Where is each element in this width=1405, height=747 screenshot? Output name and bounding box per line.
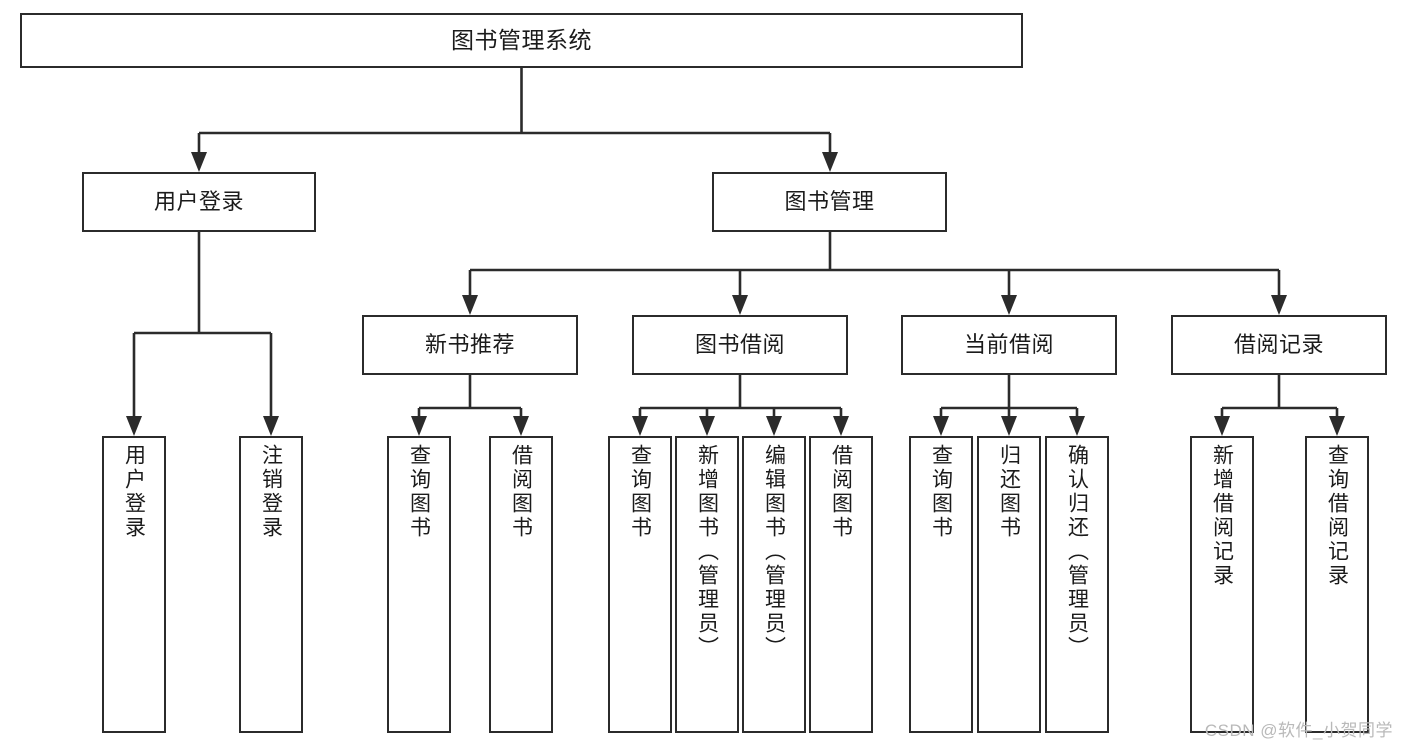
leaf-logout[interactable]: 注销登录 — [239, 436, 303, 733]
leaf-return-books[interactable]: 归还图书 — [977, 436, 1041, 733]
node-label: 查询图书 — [407, 444, 431, 540]
arrowhead-bb-leaf-4 — [833, 416, 849, 436]
arrowhead-bb-leaf-2 — [699, 416, 715, 436]
node-label: 借阅图书 — [829, 444, 853, 540]
leaf-user-login[interactable]: 用户登录 — [102, 436, 166, 733]
arrowhead-leaf-logout — [263, 416, 279, 436]
node-user-login[interactable]: 用户登录 — [82, 172, 316, 232]
arrowhead-book-manage — [822, 152, 838, 172]
arrowhead-bb-leaf-1 — [632, 416, 648, 436]
leaf-add-book-admin[interactable]: 新增图书（管理员） — [675, 436, 739, 733]
arrowhead-cb-leaf-2 — [1001, 416, 1017, 436]
leaf-query-books-borrow[interactable]: 查询图书 — [608, 436, 672, 733]
arrowhead-borrow-records — [1271, 295, 1287, 315]
node-label: 确认归还（管理员） — [1065, 444, 1089, 660]
leaf-confirm-return-admin[interactable]: 确认归还（管理员） — [1045, 436, 1109, 733]
arrowhead-cb-leaf-1 — [933, 416, 949, 436]
leaf-borrow-books[interactable]: 借阅图书 — [809, 436, 873, 733]
arrowhead-cb-leaf-3 — [1069, 416, 1085, 436]
node-book-management[interactable]: 图书管理 — [712, 172, 947, 232]
node-label: 归还图书 — [997, 444, 1021, 540]
node-label: 借阅记录 — [1233, 331, 1324, 357]
node-label: 借阅图书 — [509, 444, 533, 540]
leaf-query-books-new[interactable]: 查询图书 — [387, 436, 451, 733]
node-label: 用户登录 — [122, 444, 146, 540]
node-label: 用户登录 — [153, 188, 244, 214]
node-label: 注销登录 — [259, 444, 283, 540]
arrowhead-br-leaf-1 — [1214, 416, 1230, 436]
node-label: 查询借阅记录 — [1325, 444, 1349, 588]
node-label: 图书管理 — [784, 188, 875, 214]
arrowhead-current-borrow — [1001, 295, 1017, 315]
arrowhead-new-books — [462, 295, 478, 315]
node-label: 查询图书 — [628, 444, 652, 540]
leaf-query-borrow-record[interactable]: 查询借阅记录 — [1305, 436, 1369, 733]
node-new-book-recommendation[interactable]: 新书推荐 — [362, 315, 578, 375]
node-root-book-management-system[interactable]: 图书管理系统 — [20, 13, 1023, 68]
leaf-edit-book-admin[interactable]: 编辑图书（管理员） — [742, 436, 806, 733]
leaf-borrow-books-new[interactable]: 借阅图书 — [489, 436, 553, 733]
node-label: 新书推荐 — [424, 331, 515, 357]
arrowhead-bb-leaf-3 — [766, 416, 782, 436]
node-borrowing-records[interactable]: 借阅记录 — [1171, 315, 1387, 375]
arrowhead-nb-leaf-2 — [513, 416, 529, 436]
leaf-add-borrow-record[interactable]: 新增借阅记录 — [1190, 436, 1254, 733]
node-current-borrowing[interactable]: 当前借阅 — [901, 315, 1117, 375]
node-label: 图书借阅 — [694, 331, 785, 357]
node-book-borrowing[interactable]: 图书借阅 — [632, 315, 848, 375]
arrowhead-book-borrow — [732, 295, 748, 315]
node-label: 新增图书（管理员） — [695, 444, 719, 660]
node-label: 图书管理系统 — [451, 26, 592, 53]
csdn-watermark: CSDN @软件_小贺同学 — [1204, 721, 1393, 740]
node-label: 编辑图书（管理员） — [762, 444, 786, 660]
arrowhead-user-login — [191, 152, 207, 172]
arrowhead-leaf-user-login — [126, 416, 142, 436]
node-label: 查询图书 — [929, 444, 953, 540]
leaf-query-books-current[interactable]: 查询图书 — [909, 436, 973, 733]
node-label: 当前借阅 — [963, 331, 1054, 357]
arrowhead-br-leaf-2 — [1329, 416, 1345, 436]
node-label: 新增借阅记录 — [1210, 444, 1234, 588]
arrowhead-nb-leaf-1 — [411, 416, 427, 436]
